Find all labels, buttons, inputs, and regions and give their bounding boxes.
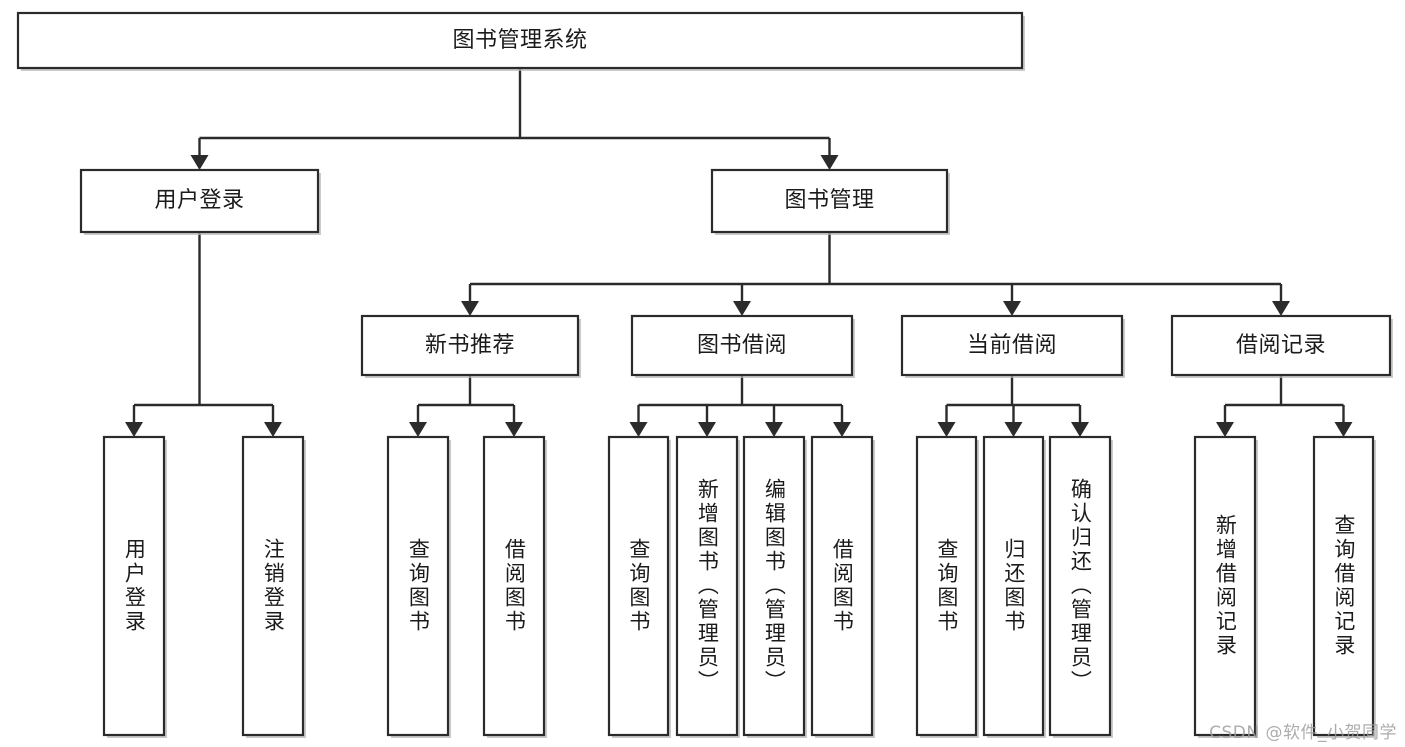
node-root[interactable] xyxy=(18,13,1022,68)
arrow-head-book-borrow xyxy=(733,301,751,316)
node-box-leaf-query-book-borrow[interactable] xyxy=(607,435,670,737)
arrow-head-leaf-query-book-recommend xyxy=(409,422,427,437)
node-box-leaf-query-book-recommend[interactable] xyxy=(386,435,450,737)
arrow-head-leaf-logout-login xyxy=(264,422,282,437)
node-box-leaf-borrow-book[interactable] xyxy=(810,435,874,737)
node-user-login[interactable] xyxy=(81,170,318,232)
arrow-head-leaf-edit-book-admin xyxy=(765,422,783,437)
node-box-leaf-add-borrow-record[interactable] xyxy=(1193,435,1257,737)
node-box-leaf-logout-login[interactable] xyxy=(241,435,305,737)
node-box-leaf-query-borrow-record[interactable] xyxy=(1312,435,1375,737)
node-leaf-borrow-book[interactable] xyxy=(812,437,872,735)
connectors-layer xyxy=(125,68,1353,437)
arrow-head-leaf-add-book-admin xyxy=(698,422,716,437)
arrow-head-book-manage xyxy=(820,155,839,170)
node-leaf-query-book-current[interactable] xyxy=(917,437,976,735)
arrow-head-leaf-confirm-return-admin xyxy=(1071,422,1089,437)
node-box-leaf-borrow-book-recommend[interactable] xyxy=(482,435,546,737)
arrow-head-leaf-return-book xyxy=(1004,422,1023,437)
node-box-leaf-query-book-current[interactable] xyxy=(915,435,978,737)
node-leaf-return-book[interactable] xyxy=(984,437,1043,735)
node-leaf-query-book-recommend[interactable] xyxy=(388,437,448,735)
node-box-user-login[interactable] xyxy=(79,168,320,234)
node-leaf-confirm-return-admin[interactable] xyxy=(1050,437,1110,735)
node-box-leaf-user-login[interactable] xyxy=(102,435,166,737)
arrow-head-current-borrow xyxy=(1003,301,1021,316)
node-box-leaf-edit-book-admin[interactable] xyxy=(742,435,806,737)
node-box-book-manage[interactable] xyxy=(710,168,949,234)
arrow-head-leaf-user-login xyxy=(125,422,143,437)
node-box-new-book-recommend[interactable] xyxy=(360,314,580,377)
arrow-head-leaf-borrow-book xyxy=(833,422,851,437)
arrow-head-leaf-add-borrow-record xyxy=(1216,422,1234,437)
arrow-head-leaf-borrow-book-recommend xyxy=(505,422,523,437)
node-box-borrow-record[interactable] xyxy=(1170,314,1392,377)
node-box-root[interactable] xyxy=(16,11,1024,70)
node-leaf-query-book-borrow[interactable] xyxy=(609,437,668,735)
node-book-manage[interactable] xyxy=(712,170,947,232)
node-leaf-add-book-admin[interactable] xyxy=(677,437,737,735)
node-box-leaf-add-book-admin[interactable] xyxy=(675,435,739,737)
arrow-head-leaf-query-book-current xyxy=(937,422,956,437)
node-leaf-add-borrow-record[interactable] xyxy=(1195,437,1255,735)
arrow-head-leaf-query-book-borrow xyxy=(629,422,648,437)
node-leaf-borrow-book-recommend[interactable] xyxy=(484,437,544,735)
watermark-text: CSDN @软件_小贺同学 xyxy=(1209,723,1397,743)
arrow-head-new-book-recommend xyxy=(461,301,479,316)
node-box-book-borrow[interactable] xyxy=(630,314,854,377)
arrow-head-borrow-record xyxy=(1272,301,1290,316)
node-leaf-edit-book-admin[interactable] xyxy=(744,437,804,735)
node-current-borrow[interactable] xyxy=(902,316,1122,375)
node-leaf-logout-login[interactable] xyxy=(243,437,303,735)
boxes-layer xyxy=(16,11,1393,738)
arrow-head-user-login xyxy=(190,155,209,170)
arrow-head-leaf-query-borrow-record xyxy=(1334,422,1353,437)
node-box-current-borrow[interactable] xyxy=(900,314,1124,377)
node-book-borrow[interactable] xyxy=(632,316,852,375)
node-box-leaf-confirm-return-admin[interactable] xyxy=(1048,435,1112,737)
node-new-book-recommend[interactable] xyxy=(362,316,578,375)
node-box-leaf-return-book[interactable] xyxy=(982,435,1045,737)
node-leaf-user-login[interactable] xyxy=(104,437,164,735)
node-leaf-query-borrow-record[interactable] xyxy=(1314,437,1373,735)
node-borrow-record[interactable] xyxy=(1172,316,1390,375)
